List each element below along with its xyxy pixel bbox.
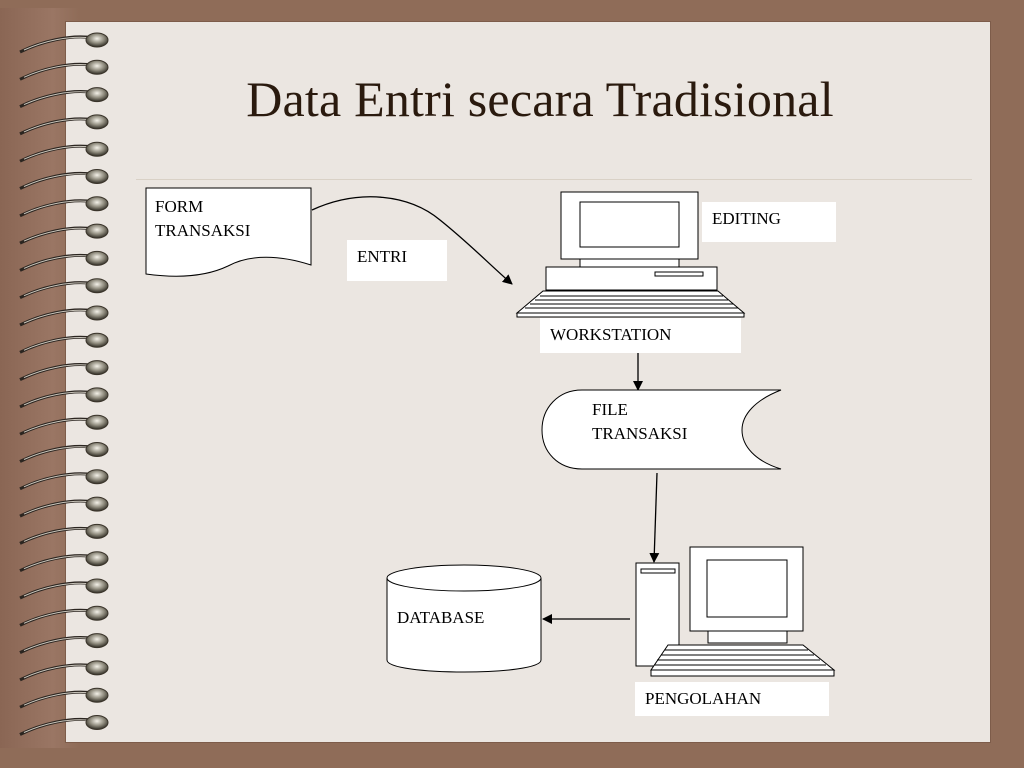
spiral-ring (19, 551, 109, 573)
spiral-binding (19, 32, 109, 736)
spiral-ring (19, 633, 109, 654)
spiral-ring (19, 196, 109, 218)
editing-label: EDITING (702, 202, 836, 242)
form-transaksi-label: FORM TRANSAKSI (155, 195, 250, 243)
spiral-ring (19, 87, 109, 108)
spiral-ring (19, 250, 109, 272)
spiral-ring (19, 360, 109, 381)
form-label-line2: TRANSAKSI (155, 221, 251, 240)
database-cylinder-icon (386, 564, 542, 673)
pengolahan-computer-icon (635, 546, 836, 677)
spiral-ring (19, 169, 109, 190)
spiral-ring (19, 442, 109, 463)
spiral-ring (19, 687, 109, 709)
spiral-ring (19, 469, 109, 491)
spiral-ring (19, 387, 109, 409)
form-label-line1: FORM (155, 197, 204, 216)
database-label: DATABASE (397, 608, 485, 627)
spiral-ring (19, 223, 109, 245)
title-divider (136, 179, 972, 180)
entri-arrow (311, 196, 513, 285)
file-transaksi-label: FILE TRANSAKSI (592, 398, 687, 446)
spiral-ring (19, 660, 109, 682)
form-transaksi-shape (145, 187, 312, 277)
file-transaksi-shape (541, 389, 782, 470)
spiral-ring (19, 414, 109, 436)
spiral-ring (19, 59, 109, 81)
spiral-ring (19, 278, 109, 300)
spiral-ring (19, 605, 109, 627)
spiral-ring (19, 305, 109, 327)
spiral-ring (19, 578, 109, 600)
workstation-computer-icon (515, 191, 746, 318)
file-to-pengolahan-arrow (649, 472, 660, 563)
slide-title: Data Entri secara Tradisional (246, 71, 834, 127)
workstation-label: WORKSTATION (540, 318, 741, 353)
pengolahan-label: PENGOLAHAN (635, 682, 829, 716)
entri-label: ENTRI (347, 240, 447, 281)
spiral-ring (19, 32, 109, 54)
file-label-line1: FILE (592, 400, 628, 419)
spiral-ring (19, 523, 109, 545)
spiral-ring (19, 496, 109, 518)
file-label-line2: TRANSAKSI (592, 424, 688, 443)
spiral-ring (19, 141, 109, 163)
spiral-ring (19, 114, 109, 136)
spiral-ring (19, 332, 109, 354)
spiral-ring (19, 715, 109, 736)
